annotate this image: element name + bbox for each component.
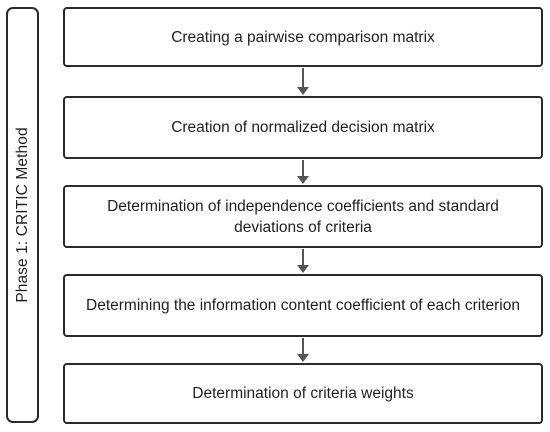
phase-bar: Phase 1: CRITIC Method — [6, 7, 39, 423]
arrow-2 — [297, 160, 309, 184]
arrow-head-icon — [297, 354, 309, 362]
step-label-5: Determination of criteria weights — [192, 385, 414, 402]
step-label-1: Creating a pairwise comparison matrix — [171, 28, 435, 46]
step-label-4: Determining the information content coef… — [86, 297, 520, 314]
step-label-3: Determination of independence coefficien… — [107, 197, 499, 236]
step-box-2: Creation of normalized decision matrix — [63, 96, 543, 159]
step-box-4: Determining the information content coef… — [63, 274, 543, 337]
arrow-head-icon — [297, 176, 309, 184]
arrow-head-icon — [297, 87, 309, 95]
arrow-1 — [297, 68, 309, 95]
step-label-2: Creation of normalized decision matrix — [171, 119, 435, 136]
step-box-1: Creating a pairwise comparison matrix — [63, 7, 543, 67]
arrow-4 — [297, 338, 309, 362]
arrow-3 — [297, 249, 309, 273]
step-box-5: Determination of criteria weights — [63, 363, 543, 424]
arrow-head-icon — [297, 265, 309, 273]
phase-label: Phase 1: CRITIC Method — [13, 127, 31, 303]
step-box-3: Determination of independence coefficien… — [63, 185, 543, 248]
